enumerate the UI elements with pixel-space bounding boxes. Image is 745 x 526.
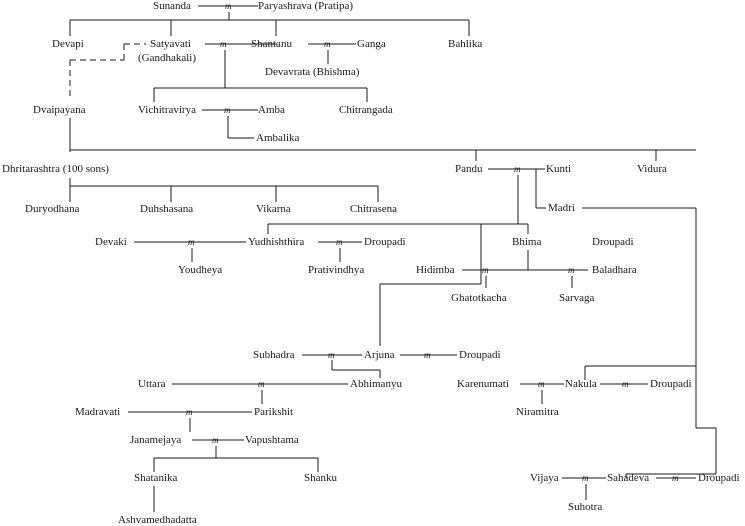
person-vichitravirya: Vichitravirya — [138, 104, 196, 116]
person-suhotra: Suhotra — [568, 501, 603, 513]
person-shantanu: Shantanu — [251, 38, 292, 50]
person-shanku: Shanku — [304, 472, 337, 484]
person-amba: Amba — [258, 104, 285, 116]
person-devapi: Devapi — [52, 38, 84, 50]
person-paryashrava: Paryashrava (Pratipa) — [258, 0, 353, 12]
person-droupadi-5: Droupadi — [698, 472, 740, 484]
person-madri: Madri — [548, 202, 575, 214]
person-parikshit: Parikshit — [254, 406, 294, 418]
person-vijaya: Vijaya — [530, 472, 559, 484]
person-hidimba: Hidimba — [416, 264, 455, 276]
marriage-marker: m — [514, 164, 521, 174]
person-bhima: Bhima — [512, 236, 542, 248]
person-ghatotkacha: Ghatotkacha — [451, 292, 507, 304]
person-satyavati-alias: (Gandhakali) — [138, 52, 197, 64]
person-ashvamedhadatta: Ashvamedhadatta — [118, 514, 197, 526]
person-subhadra: Subhadra — [253, 349, 295, 361]
person-duryodhana: Duryodhana — [25, 203, 80, 215]
person-chitrasena: Chitrasena — [350, 203, 398, 215]
person-droupadi-2: Droupadi — [592, 236, 634, 248]
person-sahadeva: Sahadeva — [607, 472, 650, 484]
person-prativindhya: Prativindhya — [308, 264, 365, 276]
marriage-marker: m — [328, 350, 335, 360]
person-ganga: Ganga — [357, 38, 386, 50]
person-janamejaya: Janamejaya — [130, 434, 182, 446]
person-karenumati: Karenumati — [457, 378, 509, 390]
person-baladhara: Baladhara — [592, 264, 637, 276]
marriage-marker: m — [622, 379, 629, 389]
person-duhshasana: Duhshasana — [140, 203, 194, 215]
marriage-marker: m — [220, 39, 227, 49]
person-nakula: Nakula — [565, 378, 597, 390]
person-sarvaga: Sarvaga — [559, 292, 595, 304]
marriage-marker: m — [482, 265, 489, 275]
person-vidura: Vidura — [637, 163, 667, 175]
marriage-marker: m — [186, 407, 193, 417]
person-niramitra: Niramitra — [516, 406, 559, 418]
person-dvaipayana: Dvaipayana — [33, 104, 86, 116]
marriage-marker: m — [672, 473, 679, 483]
person-vikarna: Vikarna — [256, 203, 291, 215]
person-bahlika: Bahlika — [448, 38, 483, 50]
person-madravati: Madravati — [75, 406, 121, 418]
marriage-marker: m — [336, 237, 343, 247]
person-droupadi-4: Droupadi — [650, 378, 692, 390]
person-abhimanyu: Abhimanyu — [350, 378, 402, 390]
marriage-marker: m — [188, 237, 195, 247]
person-satyavati: Satyavati — [150, 38, 191, 50]
person-devavrata: Devavrata (Bhishma) — [265, 66, 360, 78]
person-ambalika: Ambalika — [256, 132, 300, 144]
marriage-marker: m — [568, 265, 575, 275]
marriage-marker: m — [538, 379, 545, 389]
marriage-marker: m — [324, 39, 331, 49]
person-yudhishthira: Yudhishthira — [248, 236, 305, 248]
marriage-marker: m — [225, 1, 232, 11]
person-droupadi-1: Droupadi — [364, 236, 406, 248]
person-devaki: Devaki — [95, 236, 127, 248]
person-kunti: Kunti — [546, 163, 572, 175]
person-pandu: Pandu — [455, 163, 483, 175]
marriage-marker: m — [424, 350, 431, 360]
marriage-marker: m — [212, 435, 219, 445]
marriage-marker: m — [582, 473, 589, 483]
person-droupadi-3: Droupadi — [459, 349, 501, 361]
marriage-marker: m — [258, 379, 265, 389]
person-uttara: Uttara — [138, 378, 166, 390]
person-vapushtama: Vapushtama — [245, 434, 299, 446]
person-arjuna: Arjuna — [364, 349, 395, 361]
person-chitrangada: Chitrangada — [339, 104, 393, 116]
person-shatanika: Shatanika — [134, 472, 178, 484]
person-youdheya: Youdheya — [178, 264, 223, 276]
person-sunanda: Sunanda — [153, 0, 191, 12]
marriage-marker: m — [224, 105, 231, 115]
person-dhritarashtra: Dhritarashtra (100 sons) — [2, 163, 109, 175]
